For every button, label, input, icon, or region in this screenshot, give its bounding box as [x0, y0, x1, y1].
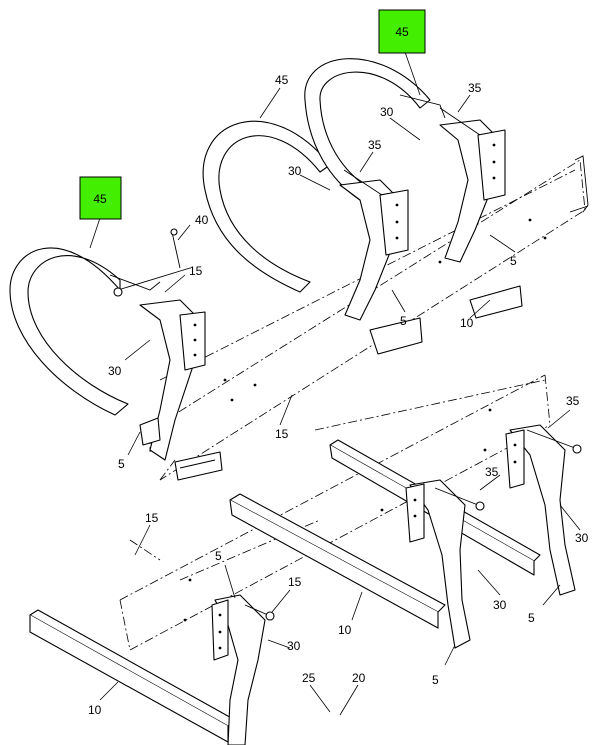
shank-top-right: [439, 119, 506, 263]
callout-5-a: 5: [510, 254, 517, 268]
tension-bolts: [113, 107, 582, 621]
shank-lower-right: [505, 424, 576, 596]
callout-15-a: 15: [189, 264, 203, 278]
callout-45-top[interactable]: 45: [378, 9, 426, 54]
callout-30-f: 30: [287, 639, 301, 653]
callout-15-b: 15: [275, 427, 289, 441]
callout-30-d: 30: [575, 531, 589, 545]
callout-labels: 45 35 30 35 30 40 5 15 5 10 30 15 5 35 3…: [88, 73, 589, 717]
callout-30-b: 30: [288, 164, 302, 178]
callout-10-b: 10: [338, 623, 352, 637]
callout-40: 40: [195, 213, 209, 227]
frame-member-10: [29, 439, 541, 743]
callout-20: 20: [352, 671, 366, 685]
callout-35-b: 35: [368, 138, 382, 152]
callout-15-c: 15: [145, 511, 159, 525]
upper-crossmember-channels: [174, 285, 523, 481]
callout-45-top-label: 45: [395, 25, 409, 39]
callout-15-d: 15: [288, 575, 302, 589]
callout-30-c: 30: [108, 364, 122, 378]
callout-45-left-label: 45: [93, 192, 107, 206]
callout-35-d: 35: [485, 465, 499, 479]
callout-45-left[interactable]: 45: [79, 176, 122, 220]
shank-lower-left: [211, 594, 266, 745]
callout-5-d: 5: [215, 549, 222, 563]
callout-45-mid: 45: [275, 73, 289, 87]
lower-frame-rail: [119, 374, 551, 651]
callout-5-c: 5: [118, 457, 125, 471]
callout-25: 25: [302, 671, 316, 685]
spring-band-top: [304, 58, 446, 201]
callout-10-c: 10: [88, 703, 102, 717]
callout-5-b: 5: [400, 314, 407, 328]
shank-middle: [339, 179, 409, 321]
callout-35-c: 35: [566, 394, 580, 408]
callout-10-a: 10: [460, 316, 474, 330]
spring-band-left: [9, 247, 161, 416]
spring-band-mid: [202, 120, 331, 293]
shank-upper-left: [139, 299, 206, 461]
callout-30-a: 30: [380, 105, 394, 119]
callout-5-f: 5: [432, 673, 439, 687]
callout-30-e: 30: [493, 598, 507, 612]
leader-lines: [89, 51, 581, 716]
callout-35-a: 35: [468, 81, 482, 95]
callout-5-e: 5: [528, 611, 535, 625]
frame-holes: [183, 218, 547, 622]
